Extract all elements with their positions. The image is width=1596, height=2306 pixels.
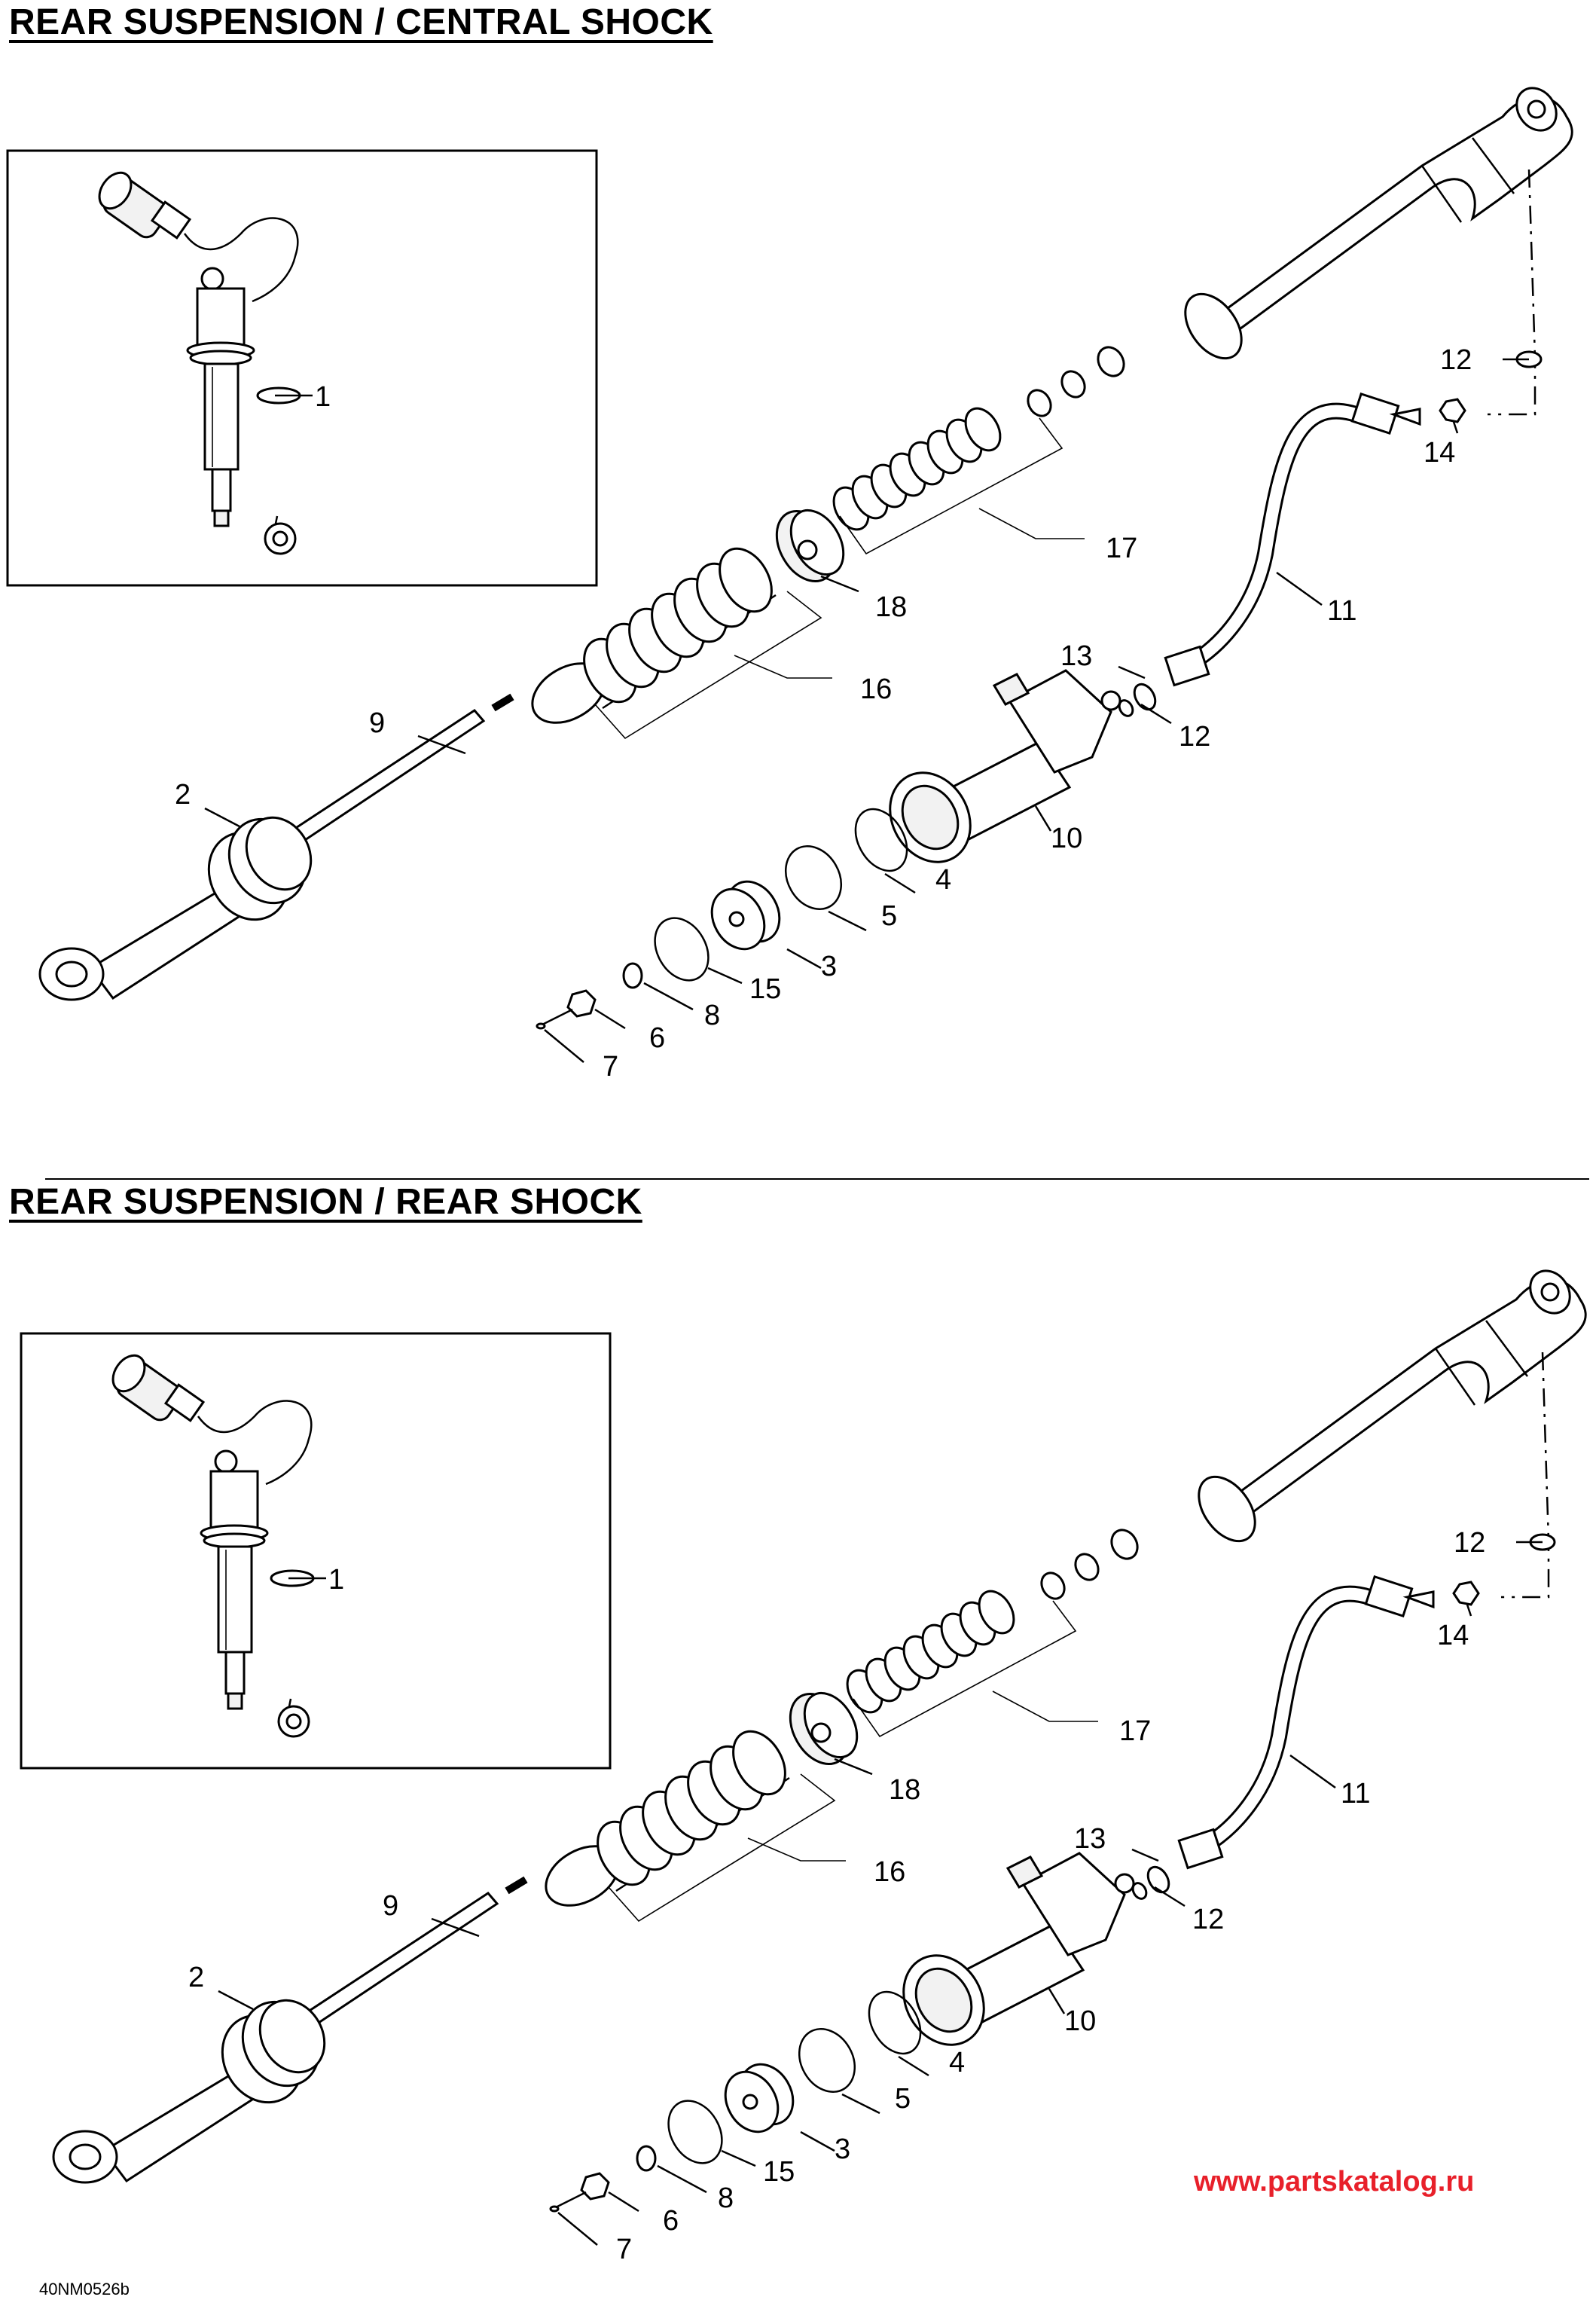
rear-shock-view [21,1263,1585,2265]
section-title-central-shock: REAR SUSPENSION / CENTRAL SHOCK [9,2,713,42]
drawing-code: 40NM0526b [39,2280,130,2298]
central-shock-view [8,81,1572,1083]
section-title-rear-shock: REAR SUSPENSION / REAR SHOCK [9,1182,642,1222]
watermark-link[interactable]: www.partskatalog.ru [1194,2166,1475,2198]
